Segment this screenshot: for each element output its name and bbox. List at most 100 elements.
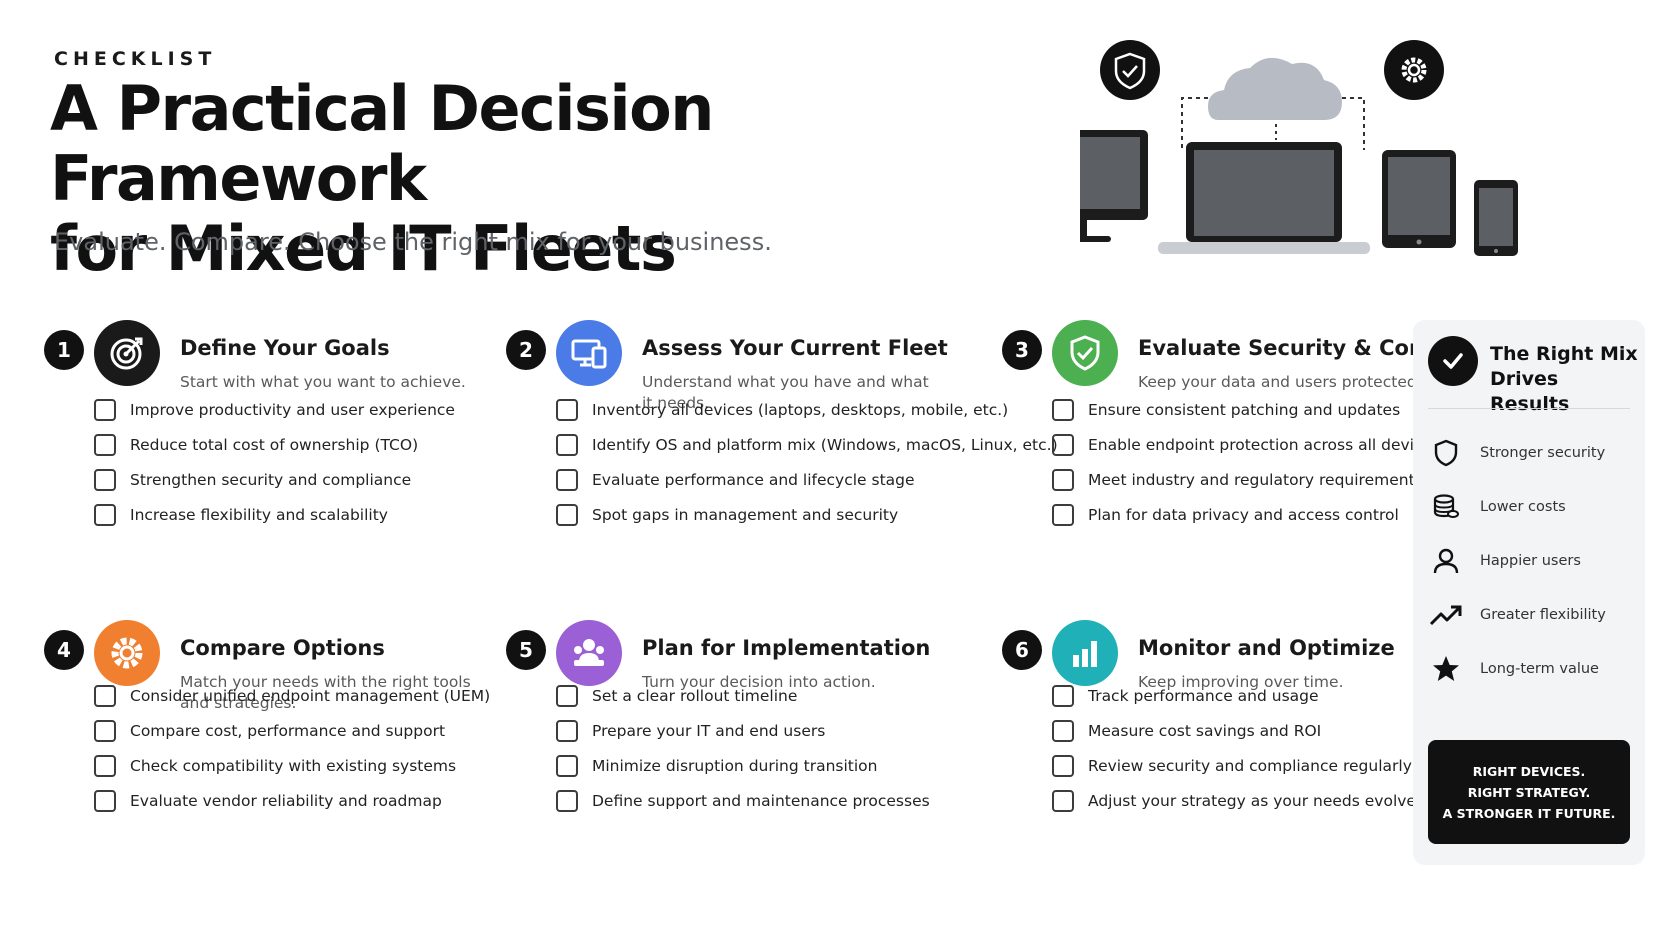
- checklist-item-label: Meet industry and regulatory requirement…: [1088, 470, 1423, 489]
- page-title: A Practical Decision Framework for Mixed…: [50, 74, 1010, 284]
- benefit-label: Stronger security: [1480, 445, 1606, 461]
- checkbox[interactable]: [1052, 398, 1074, 421]
- checkbox[interactable]: [94, 468, 116, 491]
- checklist-item[interactable]: Compare cost, performance and support: [94, 713, 490, 748]
- checklist-item-label: Increase flexibility and scalability: [130, 505, 388, 524]
- checklist-item[interactable]: Review security and compliance regularly: [1052, 748, 1416, 783]
- checkbox[interactable]: [556, 754, 578, 777]
- benefit-item: Lower costs: [1428, 480, 1606, 534]
- checklist-item-label: Compare cost, performance and support: [130, 721, 446, 740]
- checklist-item[interactable]: Evaluate performance and lifecycle stage: [556, 462, 1058, 497]
- step-number-badge: 1: [44, 330, 84, 370]
- checkbox[interactable]: [1052, 433, 1074, 456]
- cta-line-2: RIGHT STRATEGY.: [1467, 784, 1591, 800]
- checkbox[interactable]: [94, 503, 116, 526]
- checkbox[interactable]: [94, 719, 116, 742]
- cta-line-3: A STRONGER IT FUTURE.: [1442, 805, 1616, 821]
- title-line-2: for Mixed IT Fleets: [50, 212, 677, 285]
- step-description: Match your needs with the right tools an…: [180, 673, 471, 712]
- bar-chart-icon: [1052, 620, 1118, 686]
- checkbox[interactable]: [556, 468, 578, 491]
- checklist-item-label: Adjust your strategy as your needs evolv…: [1088, 791, 1416, 810]
- step-description: Keep your data and users protected.: [1138, 373, 1422, 391]
- benefit-item: Long-term value: [1428, 642, 1606, 696]
- step-number-badge: 2: [506, 330, 546, 370]
- checkbox[interactable]: [556, 684, 578, 707]
- panel-title: The Right Mix Drives Results: [1490, 343, 1638, 415]
- checklist-item-label: Check compatibility with existing system…: [130, 756, 457, 775]
- benefit-label: Happier users: [1480, 553, 1581, 569]
- title-line-1: A Practical Decision Framework: [50, 72, 714, 215]
- checklist-item-label: Reduce total cost of ownership (TCO): [130, 435, 419, 454]
- step-number-badge: 5: [506, 630, 546, 670]
- checkbox[interactable]: [1052, 468, 1074, 491]
- checklist-item[interactable]: Spot gaps in management and security: [556, 497, 1058, 532]
- checklist-item[interactable]: Enable endpoint protection across all de…: [1052, 427, 1440, 462]
- checklist-item[interactable]: Minimize disruption during transition: [556, 748, 930, 783]
- checkbox[interactable]: [556, 398, 578, 421]
- benefit-item: Greater flexibility: [1428, 588, 1606, 642]
- checklist-item[interactable]: Adjust your strategy as your needs evolv…: [1052, 783, 1416, 818]
- desktop-monitor-icon: [1080, 130, 1148, 242]
- benefit-item: Happier users: [1428, 534, 1606, 588]
- checklist-item[interactable]: Prepare your IT and end users: [556, 713, 930, 748]
- trend-up-icon: [1428, 597, 1464, 633]
- star-icon: [1428, 651, 1464, 687]
- checkbox[interactable]: [94, 789, 116, 812]
- laptop-icon: [1158, 142, 1370, 254]
- benefit-label: Lower costs: [1480, 499, 1566, 515]
- checklist: Inventory all devices (laptops, desktops…: [556, 392, 1058, 532]
- checkbox[interactable]: [1052, 789, 1074, 812]
- checkbox[interactable]: [1052, 503, 1074, 526]
- checklist-item[interactable]: Set a clear rollout timeline: [556, 678, 930, 713]
- checklist: Improve productivity and user experience…: [94, 392, 455, 532]
- tablet-icon: [1382, 150, 1456, 248]
- checklist-item-label: Inventory all devices (laptops, desktops…: [592, 400, 1009, 419]
- checklist-item[interactable]: Reduce total cost of ownership (TCO): [94, 427, 455, 462]
- checklist-item[interactable]: Plan for data privacy and access control: [1052, 497, 1440, 532]
- checkbox[interactable]: [556, 433, 578, 456]
- checklist-item[interactable]: Consider unified endpoint management (UE…: [94, 678, 490, 713]
- step-description: Turn your decision into action.: [642, 673, 876, 691]
- benefit-label: Greater flexibility: [1480, 607, 1606, 623]
- results-panel: The Right Mix Drives Results Stronger se…: [1413, 320, 1645, 865]
- checklist-item[interactable]: Check compatibility with existing system…: [94, 748, 490, 783]
- step-title: Compare Options: [180, 636, 385, 660]
- step-title: Define Your Goals: [180, 336, 390, 360]
- checklist-item-label: Strengthen security and compliance: [130, 470, 412, 489]
- phone-icon: [1474, 180, 1518, 256]
- checklist-item[interactable]: Define support and maintenance processes: [556, 783, 930, 818]
- checkbox[interactable]: [556, 503, 578, 526]
- checkbox[interactable]: [1052, 684, 1074, 707]
- checklist-item[interactable]: Meet industry and regulatory requirement…: [1052, 462, 1440, 497]
- checkbox[interactable]: [556, 789, 578, 812]
- checklist-item-label: Measure cost savings and ROI: [1088, 721, 1322, 740]
- checkbox[interactable]: [94, 398, 116, 421]
- checklist-item-label: Review security and compliance regularly: [1088, 756, 1412, 775]
- checkbox[interactable]: [94, 433, 116, 456]
- checklist-item[interactable]: Track performance and usage: [1052, 678, 1416, 713]
- checklist-item[interactable]: Inventory all devices (laptops, desktops…: [556, 392, 1058, 427]
- checkbox[interactable]: [1052, 719, 1074, 742]
- cloud-icon: [1208, 57, 1342, 120]
- checkbox[interactable]: [94, 754, 116, 777]
- checklist-item[interactable]: Evaluate vendor reliability and roadmap: [94, 783, 490, 818]
- checklist-item[interactable]: Improve productivity and user experience: [94, 392, 455, 427]
- checkbox[interactable]: [94, 684, 116, 707]
- checklist-item[interactable]: Strengthen security and compliance: [94, 462, 455, 497]
- cta-line-1: RIGHT DEVICES.: [1472, 763, 1586, 779]
- checklist-item-label: Enable endpoint protection across all de…: [1088, 435, 1441, 454]
- step-title: Monitor and Optimize: [1138, 636, 1395, 660]
- checklist-item-label: Consider unified endpoint management (UE…: [130, 686, 491, 705]
- checklist-item[interactable]: Measure cost savings and ROI: [1052, 713, 1416, 748]
- checklist-item[interactable]: Identify OS and platform mix (Windows, m…: [556, 427, 1058, 462]
- shield-icon: [1428, 435, 1464, 471]
- checklist-item-label: Prepare your IT and end users: [592, 721, 826, 740]
- checkbox[interactable]: [1052, 754, 1074, 777]
- checklist-item[interactable]: Ensure consistent patching and updates: [1052, 392, 1440, 427]
- checkbox[interactable]: [556, 719, 578, 742]
- checklist-item[interactable]: Increase flexibility and scalability: [94, 497, 455, 532]
